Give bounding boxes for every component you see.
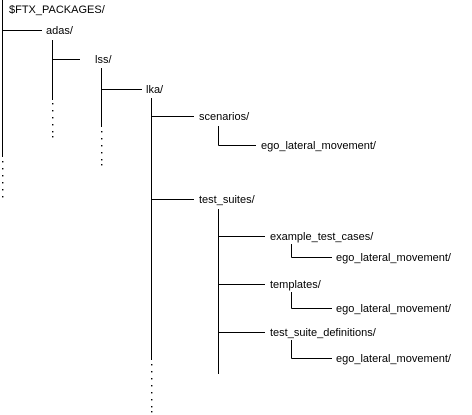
adas-more-dots [52,103,54,105]
root-more-dots [2,161,4,163]
node-templates-child: ego_lateral_movement/ [336,303,451,315]
node-test-suites: test_suites/ [199,194,255,206]
lka-more-dots [151,364,153,366]
node-scenarios: scenarios/ [199,111,250,123]
node-adas: adas/ [46,25,73,37]
node-test-suite-definitions: test_suite_definitions/ [270,327,376,339]
node-scenarios-child: ego_lateral_movement/ [261,140,376,152]
node-root: $FTX_PACKAGES/ [9,4,105,16]
node-lka: lka/ [146,84,164,96]
node-example-test-cases: example_test_cases/ [270,231,374,243]
lss-more-dots [101,131,103,133]
continuation-dots [2,103,153,413]
node-example-child: ego_lateral_movement/ [336,252,451,264]
node-templates: templates/ [270,279,321,291]
node-definitions-child: ego_lateral_movement/ [336,353,451,365]
node-lss: lss/ [95,54,112,66]
